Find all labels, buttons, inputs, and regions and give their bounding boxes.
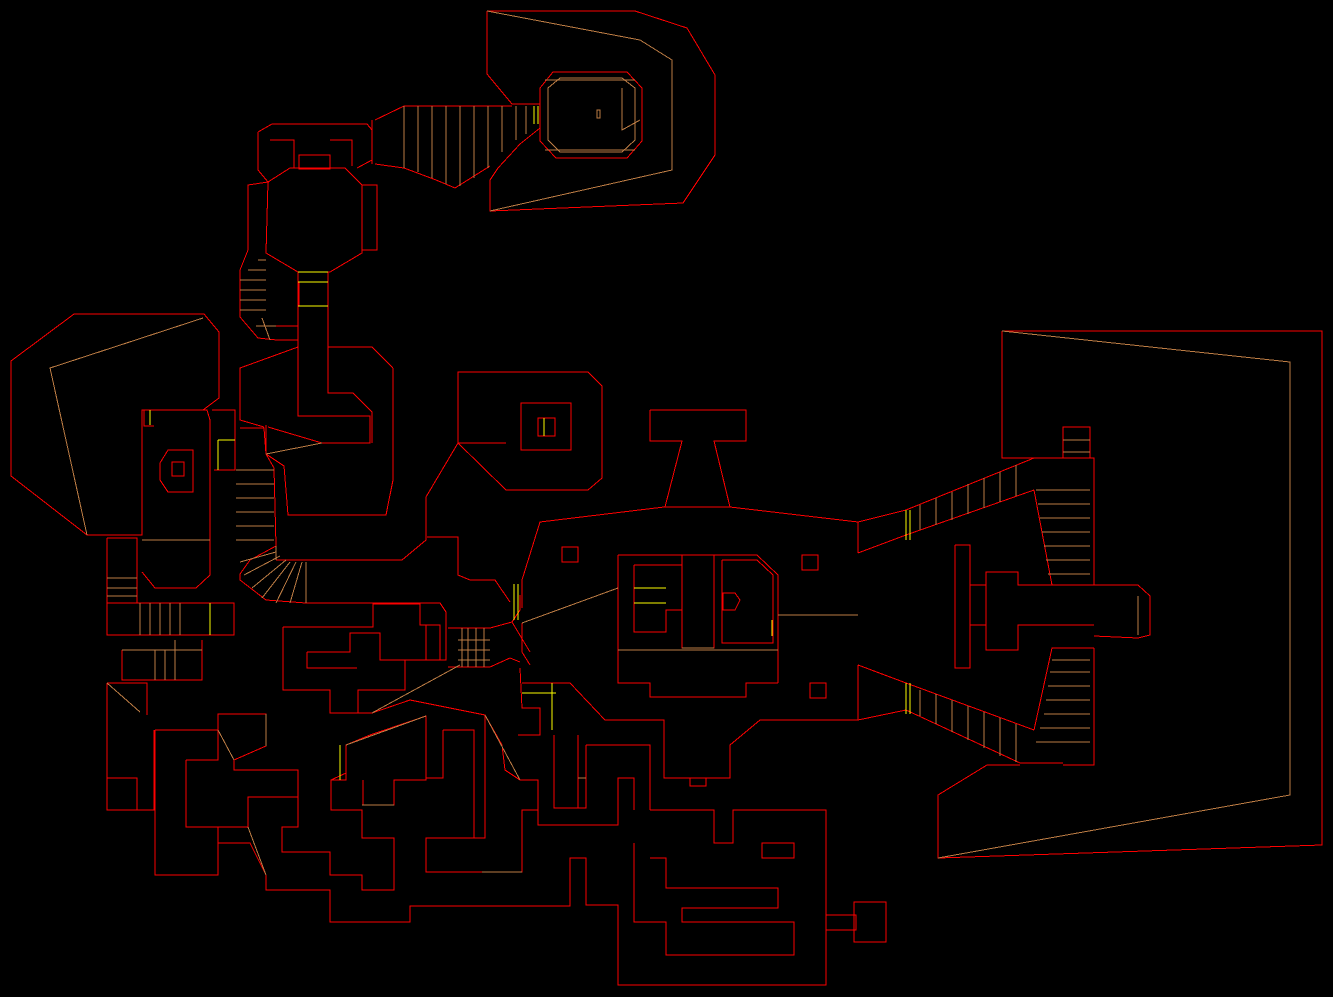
automap-walls — [10, 10, 1323, 986]
wall-north-courtyard — [487, 10, 716, 212]
wall-north-octagon — [539, 71, 643, 159]
wall-north-courtyard-west — [486, 11, 540, 105]
wall-central-hall — [521, 506, 859, 608]
wall-east-courtyard — [937, 330, 1323, 859]
automap-ceiling-steps — [149, 106, 911, 780]
wall-upper-octagon — [257, 123, 373, 169]
wall-north-stair-b — [374, 163, 491, 189]
automap-floor-steps — [49, 10, 1291, 876]
wall-north-stair — [374, 105, 512, 121]
